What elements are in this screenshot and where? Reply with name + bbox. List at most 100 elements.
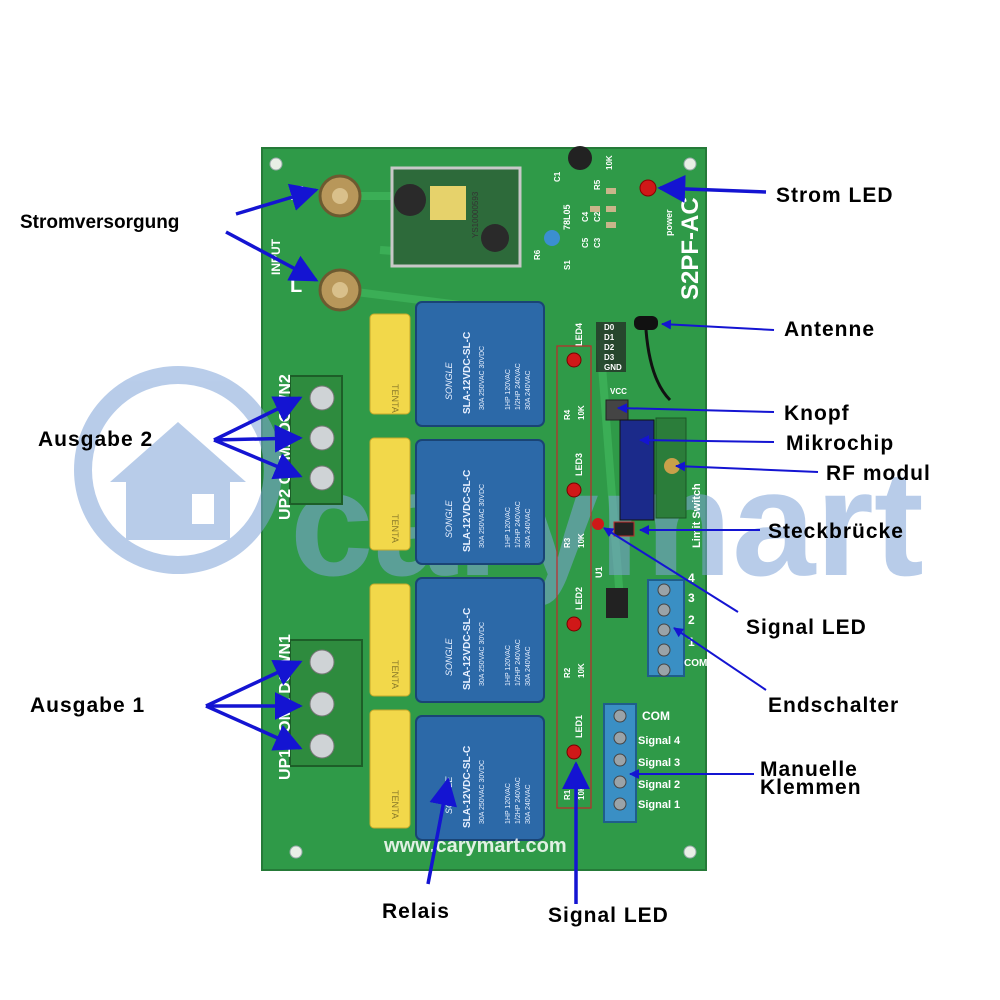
relay-rating: 30A 250VAC 30VDC bbox=[479, 484, 486, 548]
silk-c5: C5 bbox=[581, 237, 590, 248]
label-rf-modul: RF modul bbox=[826, 462, 931, 485]
silk-limit-switch: Limit Switch bbox=[691, 483, 703, 548]
relay-rating: 30A 250VAC 30VDC bbox=[479, 346, 486, 410]
silk-gnd: GND bbox=[604, 363, 622, 372]
arrow-ausgabe2-b bbox=[213, 424, 303, 453]
silk-vcc: VCC bbox=[610, 387, 627, 396]
silk-r6: R6 bbox=[533, 249, 542, 260]
relay-rating: 1HP 120VAC bbox=[505, 645, 512, 686]
relay-2-text: SONGLE SLA-12VDC-SL-C 30A 250VAC 30VDC 1… bbox=[444, 608, 532, 690]
label-stromversorgung: Stromversorgung bbox=[20, 212, 179, 233]
manual-signal4: Signal 4 bbox=[638, 735, 681, 747]
relay-rating: 30A 240VAC bbox=[525, 784, 532, 824]
label-signal-led-bottom: Signal LED bbox=[548, 904, 669, 927]
arrow-strom-led bbox=[657, 174, 767, 203]
silk-input: INPUT bbox=[269, 238, 283, 275]
label-klemmen: Klemmen bbox=[760, 776, 862, 799]
cap-label-1: TENTA bbox=[390, 384, 400, 413]
manual-com: COM bbox=[642, 709, 670, 723]
relay-3-text: SONGLE SLA-12VDC-SL-C 30A 250VAC 30VDC 1… bbox=[444, 470, 532, 552]
push-button bbox=[605, 399, 629, 421]
signal-led bbox=[566, 744, 582, 760]
arrow-ausgabe2-a bbox=[213, 396, 303, 442]
relay-brand: SONGLE bbox=[444, 499, 454, 538]
silk-led4: LED4 bbox=[574, 323, 584, 346]
mounting-holes bbox=[269, 157, 697, 859]
silk-c2: C2 bbox=[593, 211, 602, 222]
relay-rating: 1HP 120VAC bbox=[505, 507, 512, 548]
silk-10k: 10K bbox=[577, 663, 586, 678]
silk-r4: R4 bbox=[563, 409, 572, 420]
label-ausgabe2: Ausgabe 2 bbox=[38, 428, 153, 451]
silk-d3: D3 bbox=[604, 353, 615, 362]
manual-screws bbox=[613, 709, 627, 811]
antenna-wire bbox=[644, 329, 672, 402]
silk-l: L bbox=[290, 275, 302, 297]
silk-limit-1: 1 bbox=[688, 635, 695, 649]
signal-led-box bbox=[556, 345, 592, 809]
silk-c1: C1 bbox=[553, 171, 562, 182]
relay-brand: SONGLE bbox=[444, 361, 454, 400]
signal-led bbox=[566, 352, 582, 368]
limit-switch-screws bbox=[657, 583, 671, 677]
silk-s1: S1 bbox=[563, 260, 572, 270]
silk-d1: D1 bbox=[604, 333, 615, 342]
u1-ic bbox=[606, 588, 628, 618]
silk-led2: LED2 bbox=[574, 587, 584, 610]
microchip bbox=[619, 419, 655, 521]
relay-rating: 30A 240VAC bbox=[525, 508, 532, 548]
output2-terminal-block bbox=[289, 375, 343, 505]
relay-rating: 30A 240VAC bbox=[525, 646, 532, 686]
silk-limit-2: 2 bbox=[688, 613, 695, 627]
label-manuelle: Manuelle bbox=[760, 758, 858, 781]
relay-rating: 30A 240VAC bbox=[525, 370, 532, 410]
relay-rating: 30A 250VAC 30VDC bbox=[479, 622, 486, 686]
c1-capacitor bbox=[568, 146, 592, 170]
label-strom-led: Strom LED bbox=[776, 184, 894, 207]
silk-78l05: 78L05 bbox=[562, 204, 572, 230]
relay-rating: 30A 250VAC 30VDC bbox=[479, 760, 486, 824]
arrow-knopf bbox=[617, 403, 775, 414]
input-terminals bbox=[318, 174, 362, 312]
relay-rating: 1/2HP 240VAC bbox=[515, 777, 522, 824]
cap-label-3: TENTA bbox=[390, 660, 400, 689]
silk-output2: UP2 COM2 DOWN2 bbox=[277, 374, 294, 520]
arrow-ausgabe1-a bbox=[205, 660, 303, 708]
callout-arrows bbox=[205, 174, 819, 904]
yellow-capacitors bbox=[369, 313, 411, 829]
relay-model: SLA-12VDC-SL-C bbox=[462, 470, 473, 552]
relay-model: SLA-12VDC-SL-C bbox=[462, 332, 473, 414]
label-endschalter: Endschalter bbox=[768, 694, 899, 717]
silk-u1: U1 bbox=[594, 566, 604, 578]
board-model: S2PF-AC bbox=[677, 197, 704, 300]
arrow-endschalter bbox=[673, 627, 767, 691]
signal-led bbox=[566, 616, 582, 632]
label-ausgabe1: Ausgabe 1 bbox=[30, 694, 145, 717]
relay-model: SLA-12VDC-SL-C bbox=[462, 608, 473, 690]
relay-rating: 1/2HP 240VAC bbox=[515, 363, 522, 410]
signal-led bbox=[566, 482, 582, 498]
psu-capacitor-2 bbox=[481, 224, 509, 252]
signal-leds bbox=[566, 352, 582, 760]
arrow-stromversorgung-n bbox=[235, 183, 319, 216]
silk-10k: 10K bbox=[577, 405, 586, 420]
output1-terminal-block bbox=[289, 639, 363, 767]
label-knopf: Knopf bbox=[784, 402, 850, 425]
silk-10k: 10K bbox=[577, 785, 586, 800]
arrow-ausgabe1-c bbox=[205, 704, 303, 751]
silk-c4: C4 bbox=[581, 211, 590, 222]
psu-transformer bbox=[430, 186, 466, 220]
antenna bbox=[634, 316, 658, 330]
board-website: www.carymart.com bbox=[383, 835, 567, 857]
relay-brand: SONGLE bbox=[444, 637, 454, 676]
relay-model: SLA-12VDC-SL-C bbox=[462, 746, 473, 828]
signal-led-jumper bbox=[592, 518, 604, 530]
arrow-ausgabe2-c bbox=[213, 438, 303, 480]
silk-power: power bbox=[664, 209, 674, 236]
psu-capacitor bbox=[394, 184, 426, 216]
arrow-relais bbox=[426, 777, 457, 885]
regulator-78l05 bbox=[544, 230, 560, 246]
silk-r3: R3 bbox=[563, 537, 572, 548]
arrow-antenne bbox=[661, 319, 775, 331]
relays bbox=[415, 301, 545, 841]
